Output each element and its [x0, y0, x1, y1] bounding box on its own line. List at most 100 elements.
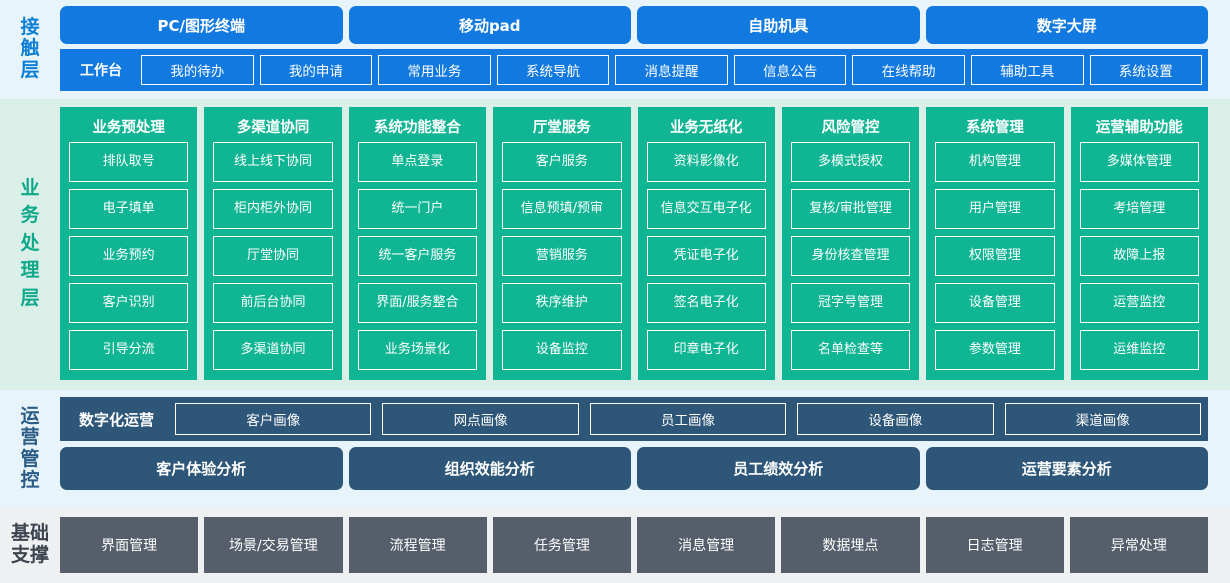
business-item[interactable]: 单点登录: [357, 142, 478, 182]
workbench-item[interactable]: 消息提醒: [615, 55, 728, 85]
business-item[interactable]: 秩序维护: [502, 283, 622, 323]
workbench-item-row: 我的待办我的申请常用业务系统导航消息提醒信息公告在线帮助辅助工具系统设置: [141, 55, 1203, 85]
business-item[interactable]: 参数管理: [935, 330, 1055, 370]
business-item[interactable]: 引导分流: [69, 330, 189, 370]
workbench-item[interactable]: 系统导航: [496, 55, 610, 85]
layer-operations-label-text: 运营管控: [20, 404, 40, 491]
business-item[interactable]: 界面/服务整合: [357, 283, 478, 323]
base-item[interactable]: 流程管理: [348, 517, 487, 573]
label-char: 触: [20, 37, 40, 60]
business-column: 业务无纸化资料影像化信息交互电子化凭证电子化签名电子化印章电子化: [637, 107, 775, 380]
business-item[interactable]: 印章电子化: [646, 330, 766, 370]
label-char: 运: [20, 404, 40, 427]
business-column: 系统管理机构管理用户管理权限管理设备管理参数管理: [926, 107, 1064, 380]
business-item[interactable]: 客户识别: [69, 283, 189, 323]
business-item[interactable]: 业务预约: [69, 236, 189, 276]
layer-base-label: 基础支撑: [0, 517, 60, 573]
business-item[interactable]: 统一客户服务: [357, 236, 478, 276]
portrait-item[interactable]: 网点画像: [382, 403, 579, 435]
business-item[interactable]: 信息预填/预审: [502, 189, 622, 229]
layer-base-body: 界面管理场景/交易管理流程管理任务管理消息管理数据埋点日志管理异常处理: [60, 517, 1230, 573]
label-char: 基础: [10, 522, 49, 545]
business-item[interactable]: 排队取号: [69, 142, 189, 182]
business-item[interactable]: 身份核查管理: [790, 236, 911, 276]
business-item[interactable]: 前后台协同: [213, 283, 333, 323]
base-item[interactable]: 日志管理: [925, 517, 1064, 573]
channel-card[interactable]: PC/图形终端: [60, 6, 343, 44]
business-item[interactable]: 业务场景化: [357, 330, 478, 370]
analysis-card[interactable]: 运营要素分析: [925, 447, 1208, 490]
channel-card[interactable]: 自助机具: [637, 6, 920, 44]
workbench-item[interactable]: 我的待办: [141, 55, 254, 85]
base-item[interactable]: 任务管理: [492, 517, 631, 573]
base-item[interactable]: 数据埋点: [781, 517, 920, 573]
business-item[interactable]: 线上线下协同: [213, 142, 333, 182]
business-item[interactable]: 信息交互电子化: [646, 189, 766, 229]
business-item[interactable]: 统一门户: [357, 189, 478, 229]
workbench-item[interactable]: 信息公告: [733, 55, 847, 85]
business-item[interactable]: 厅堂协同: [213, 236, 333, 276]
business-item[interactable]: 运维监控: [1079, 330, 1199, 370]
layer-contact-label-text: 接触层: [20, 16, 40, 81]
business-column-title: 系统管理: [965, 120, 1024, 136]
layer-operations: 运营管控 数字化运营 客户画像网点画像员工画像设备画像渠道画像 客户体验分析组织…: [0, 390, 1230, 508]
business-item[interactable]: 营销服务: [502, 236, 622, 276]
business-item[interactable]: 机构管理: [935, 142, 1055, 182]
layer-business: 业务处理层 业务预处理排队取号电子填单业务预约客户识别引导分流多渠道协同线上线下…: [0, 99, 1230, 390]
analysis-card[interactable]: 客户体验分析: [60, 447, 343, 490]
channel-card[interactable]: 数字大屏: [925, 6, 1208, 44]
label-char: 接: [20, 16, 40, 39]
business-item[interactable]: 用户管理: [935, 189, 1055, 229]
business-item[interactable]: 签名电子化: [646, 283, 766, 323]
workbench-item[interactable]: 在线帮助: [852, 55, 965, 85]
business-column-title: 运营辅助功能: [1095, 120, 1183, 136]
workbench-item[interactable]: 辅助工具: [970, 55, 1084, 85]
business-item-list: 排队取号电子填单业务预约客户识别引导分流: [69, 142, 189, 370]
layer-operations-body: 数字化运营 客户画像网点画像员工画像设备画像渠道画像 客户体验分析组织效能分析员…: [60, 397, 1230, 500]
business-item[interactable]: 考培管理: [1079, 189, 1199, 229]
portrait-item[interactable]: 客户画像: [175, 403, 372, 435]
analysis-card[interactable]: 员工绩效分析: [637, 447, 920, 490]
business-item[interactable]: 故障上报: [1079, 236, 1199, 276]
portrait-row: 客户画像网点画像员工画像设备画像渠道画像: [175, 403, 1201, 435]
business-item[interactable]: 冠字号管理: [790, 283, 911, 323]
base-item[interactable]: 消息管理: [637, 517, 776, 573]
business-item[interactable]: 客户服务: [502, 142, 622, 182]
channel-card[interactable]: 移动pad: [348, 6, 631, 44]
base-item[interactable]: 界面管理: [60, 517, 199, 573]
business-item[interactable]: 电子填单: [69, 189, 189, 229]
base-item[interactable]: 异常处理: [1069, 517, 1208, 573]
business-column-title: 风险管控: [821, 120, 880, 136]
layer-operations-label: 运营管控: [0, 397, 60, 500]
digital-operations-bar: 数字化运营 客户画像网点画像员工画像设备画像渠道画像: [60, 397, 1208, 441]
business-column: 运营辅助功能多媒体管理考培管理故障上报运营监控运维监控: [1070, 107, 1208, 380]
portrait-item[interactable]: 员工画像: [589, 403, 787, 435]
portrait-item[interactable]: 设备画像: [797, 403, 994, 435]
business-column: 系统功能整合单点登录统一门户统一客户服务界面/服务整合业务场景化: [348, 107, 487, 380]
base-item[interactable]: 场景/交易管理: [204, 517, 343, 573]
business-item[interactable]: 设备监控: [502, 330, 622, 370]
portrait-item[interactable]: 渠道画像: [1004, 403, 1201, 435]
business-item[interactable]: 复核/审批管理: [790, 189, 911, 229]
business-item[interactable]: 名单检查等: [790, 330, 911, 370]
workbench-item[interactable]: 我的申请: [259, 55, 373, 85]
business-item[interactable]: 多渠道协同: [213, 330, 333, 370]
business-item[interactable]: 多模式授权: [790, 142, 911, 182]
business-item[interactable]: 柜内柜外协同: [213, 189, 333, 229]
business-column-row: 业务预处理排队取号电子填单业务预约客户识别引导分流多渠道协同线上线下协同柜内柜外…: [60, 107, 1208, 380]
business-item[interactable]: 资料影像化: [646, 142, 766, 182]
business-item-list: 单点登录统一门户统一客户服务界面/服务整合业务场景化: [357, 142, 478, 370]
business-item-list: 机构管理用户管理权限管理设备管理参数管理: [935, 142, 1055, 370]
business-item[interactable]: 运营监控: [1079, 283, 1199, 323]
business-item[interactable]: 凭证电子化: [646, 236, 766, 276]
workbench-item[interactable]: 常用业务: [378, 55, 491, 85]
business-column-title: 厅堂服务: [532, 120, 591, 136]
workbench-item[interactable]: 系统设置: [1089, 55, 1203, 85]
business-column: 业务预处理排队取号电子填单业务预约客户识别引导分流: [60, 107, 198, 380]
label-char: 理: [20, 259, 40, 282]
business-item[interactable]: 多媒体管理: [1079, 142, 1199, 182]
business-item[interactable]: 权限管理: [935, 236, 1055, 276]
business-item[interactable]: 设备管理: [935, 283, 1055, 323]
label-char: 务: [20, 204, 40, 227]
analysis-card[interactable]: 组织效能分析: [348, 447, 631, 490]
